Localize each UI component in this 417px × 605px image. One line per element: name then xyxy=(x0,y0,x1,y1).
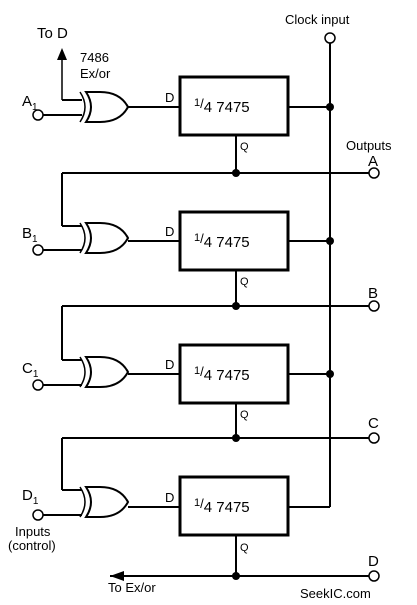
d-pin-a: D xyxy=(165,90,174,105)
clock-input-terminal xyxy=(324,32,336,44)
to-exor-arrow-icon xyxy=(110,571,124,581)
clock-junction-c xyxy=(326,370,334,378)
output-junction-c xyxy=(232,434,240,442)
stage-b: B1 D 1/4 7475 Q B xyxy=(22,210,380,360)
inputs-label: Inputs(control) xyxy=(8,524,56,553)
input-label-c1: C1 xyxy=(22,360,39,380)
flipflop-label-d: 1/4 7475 xyxy=(194,496,250,516)
clock-junction-b xyxy=(326,237,334,245)
input-terminal-d1 xyxy=(32,509,44,521)
q-pin-a: Q xyxy=(240,141,249,153)
clock-junction-a xyxy=(326,103,334,111)
input-label-d1: D1 xyxy=(22,487,39,507)
flipflop-d xyxy=(178,475,290,537)
exor-gate-a xyxy=(84,91,130,123)
gate-part-label: 7486 xyxy=(80,50,109,65)
stage-d: D1 D 1/4 7475 Q D To Ex/or xyxy=(22,475,380,595)
q-pin-d: Q xyxy=(240,542,249,554)
input-terminal-c1 xyxy=(32,379,44,391)
output-terminal-b xyxy=(368,300,380,312)
output-terminal-d xyxy=(368,570,380,582)
exor-gate-c xyxy=(84,356,130,388)
d-pin-b: D xyxy=(165,224,174,239)
flipflop-b xyxy=(178,210,290,272)
stage-a: A1 D 1/4 7475 Q A xyxy=(22,75,380,226)
exor-gate-icon xyxy=(79,91,86,123)
q-pin-c: Q xyxy=(240,409,249,421)
flipflop-a xyxy=(178,75,290,137)
input-terminal-b1 xyxy=(32,244,44,256)
clock-bus: Clock input xyxy=(285,12,350,507)
flipflop-label-a: 1/4 7475 xyxy=(194,96,250,116)
watermark: SeekIC.com xyxy=(300,586,371,601)
flipflop-c xyxy=(178,343,290,405)
input-label-b1: B1 xyxy=(22,225,38,245)
output-label-d: D xyxy=(368,553,379,570)
flipflop-label-b: 1/4 7475 xyxy=(194,231,250,251)
d-pin-c: D xyxy=(165,357,174,372)
output-label-c: C xyxy=(368,415,379,432)
output-label-a: A xyxy=(368,153,378,170)
flipflop-label-c: 1/4 7475 xyxy=(194,364,250,384)
input-label-a1: A1 xyxy=(22,93,38,113)
exor-gate-d xyxy=(84,486,130,518)
top-annotations: To D 7486 Ex/or Outputs Inputs(control) xyxy=(8,25,392,553)
output-junction-d xyxy=(232,572,240,580)
exor-gate-b xyxy=(84,222,130,254)
to-d-label: To D xyxy=(37,25,68,42)
clock-input-label: Clock input xyxy=(285,12,350,27)
output-terminal-a xyxy=(368,167,380,179)
output-junction-b xyxy=(232,302,240,310)
outputs-label: Outputs xyxy=(346,138,392,153)
to-d-arrow-icon xyxy=(57,48,67,60)
q-pin-b: Q xyxy=(240,276,249,288)
gate-type-label: Ex/or xyxy=(80,66,111,81)
to-exor-label: To Ex/or xyxy=(108,580,156,595)
output-label-b: B xyxy=(368,285,378,302)
d-pin-d: D xyxy=(165,490,174,505)
output-junction-a xyxy=(232,169,240,177)
output-terminal-c xyxy=(368,432,380,444)
stage-c: C1 D 1/4 7475 Q C xyxy=(22,343,380,490)
